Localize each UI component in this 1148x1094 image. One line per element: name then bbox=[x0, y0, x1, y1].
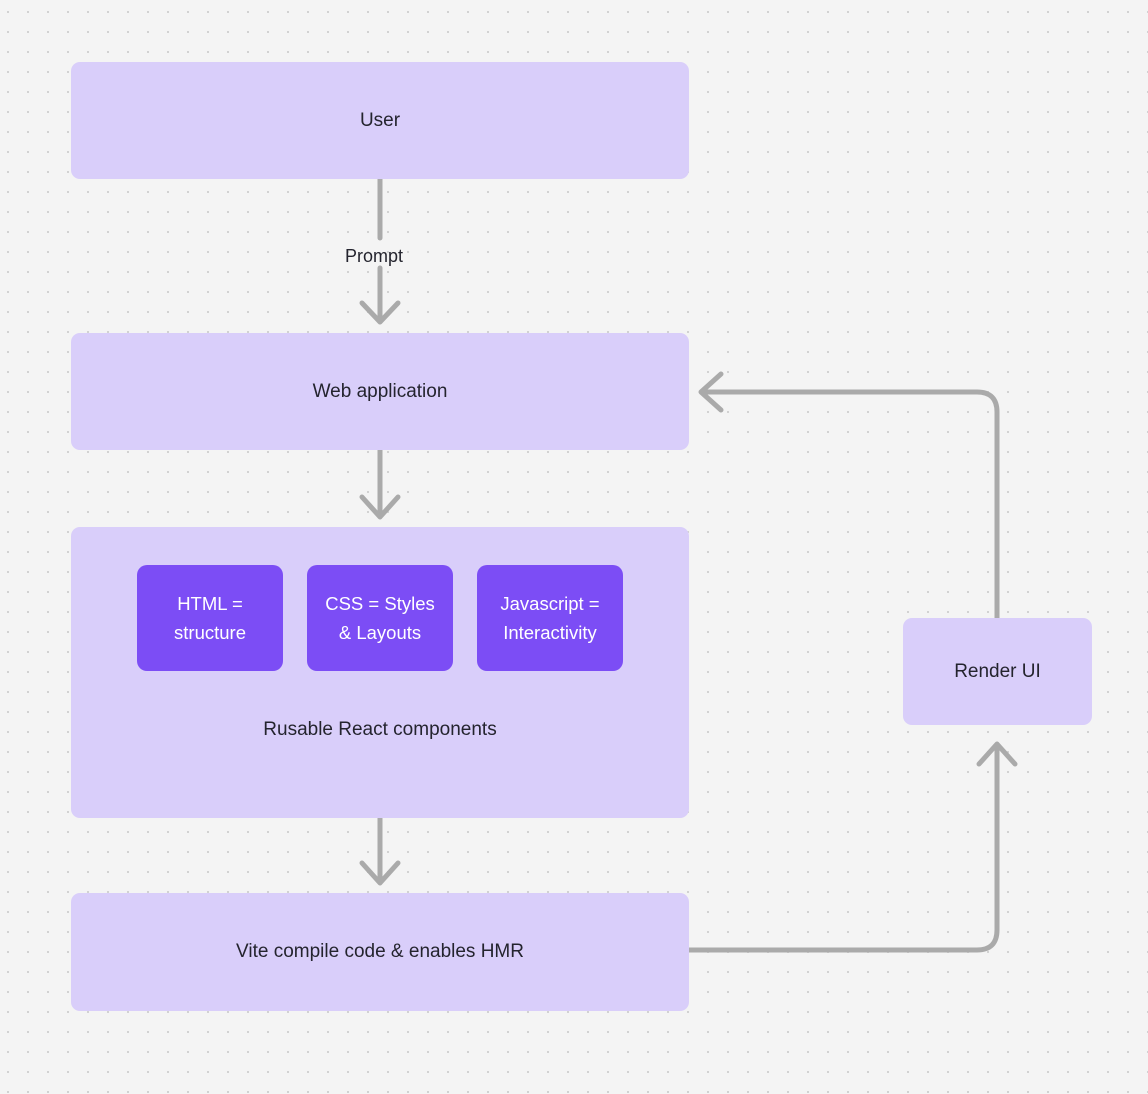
edge-label-prompt: Prompt bbox=[345, 246, 404, 266]
inner-box-css[interactable]: CSS = Styles & Layouts bbox=[307, 565, 453, 671]
inner-box-html-line2: structure bbox=[174, 622, 246, 643]
inner-box-html[interactable]: HTML = structure bbox=[137, 565, 283, 671]
inner-box-javascript-line1: Javascript = bbox=[500, 592, 600, 614]
node-render-ui[interactable]: Render UI bbox=[903, 618, 1092, 725]
node-vite-label: Vite compile code & enables HMR bbox=[236, 941, 524, 963]
inner-box-css-line1: CSS = Styles bbox=[325, 592, 435, 614]
node-react-components[interactable]: HTML = structure CSS = Styles & Layouts … bbox=[71, 527, 689, 818]
edge-render-to-webapp bbox=[698, 371, 1000, 621]
inner-box-html-line1: HTML = bbox=[177, 592, 243, 614]
inner-box-css-line2: & Layouts bbox=[338, 622, 422, 643]
node-vite[interactable]: Vite compile code & enables HMR bbox=[71, 893, 689, 1011]
inner-box-javascript[interactable]: Javascript = Interactivity bbox=[477, 565, 623, 671]
node-user[interactable]: User bbox=[71, 62, 689, 179]
node-user-label: User bbox=[359, 109, 401, 131]
inner-box-javascript-line2: Interactivity bbox=[503, 622, 597, 643]
edge-components-to-vite bbox=[359, 815, 401, 886]
edge-vite-to-render bbox=[686, 741, 1018, 953]
node-web-application-label: Web application bbox=[312, 380, 448, 402]
node-web-application[interactable]: Web application bbox=[71, 333, 689, 450]
node-render-ui-label: Render UI bbox=[954, 660, 1041, 682]
inner-box-row: HTML = structure CSS = Styles & Layouts … bbox=[137, 565, 623, 671]
node-react-components-caption: Rusable React components bbox=[263, 719, 497, 740]
edge-webapp-to-components bbox=[359, 447, 401, 520]
